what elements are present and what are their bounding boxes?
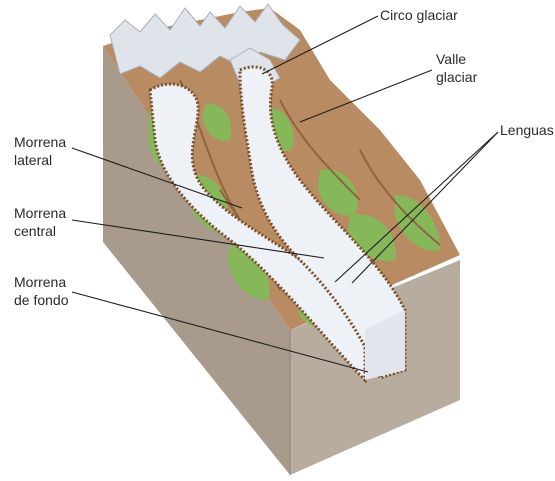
label-valle-glaciar: Valle glaciar	[436, 51, 478, 85]
leader-central	[71, 219, 325, 259]
label-morrena-fondo: Morrena de fondo	[14, 274, 69, 308]
glacier-tongues	[148, 65, 407, 384]
leader-lines	[71, 15, 499, 373]
block-front-face	[103, 46, 290, 475]
leader-lenguas-1	[334, 131, 499, 283]
leader-valle	[299, 69, 433, 123]
leader-circo	[261, 15, 379, 75]
label-morrena-lateral: Morrena lateral	[14, 134, 67, 168]
leader-fondo	[71, 291, 369, 373]
label-circo-glaciar: Circo glaciar	[380, 7, 458, 23]
label-morrena-central: Morrena central	[14, 205, 67, 239]
leader-lenguas-2	[351, 131, 499, 284]
label-lenguas: Lenguas	[500, 122, 554, 138]
leader-lateral	[71, 147, 243, 209]
